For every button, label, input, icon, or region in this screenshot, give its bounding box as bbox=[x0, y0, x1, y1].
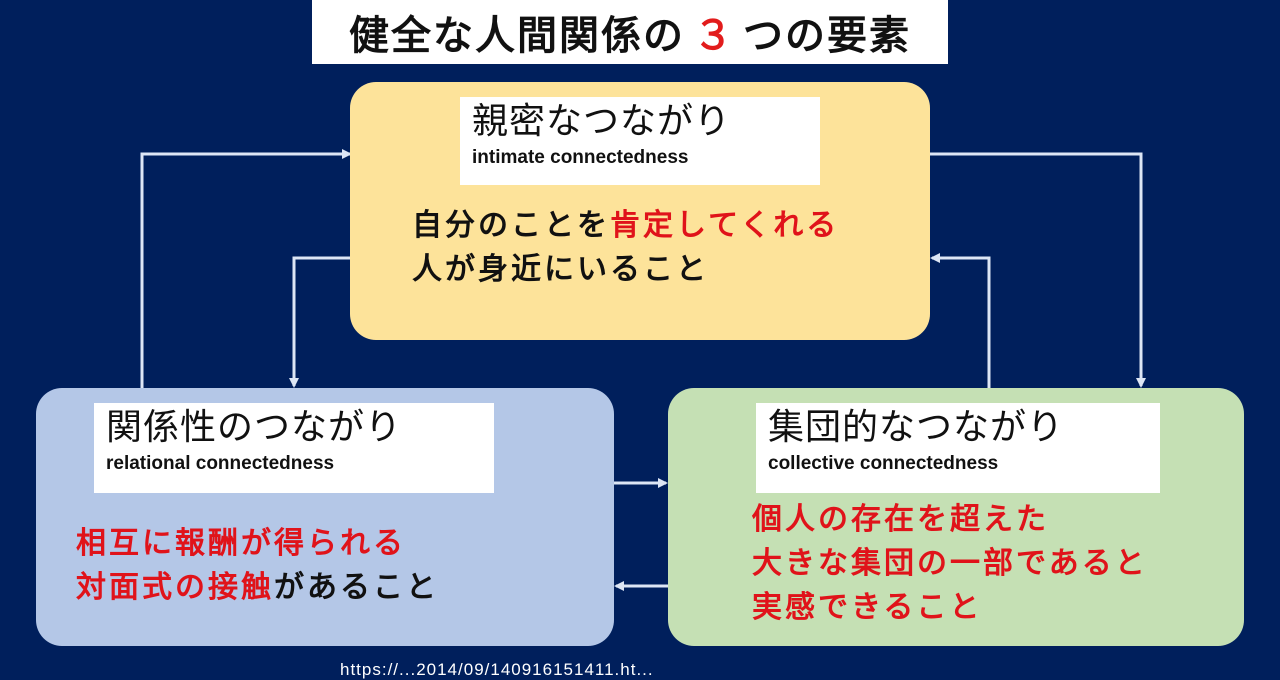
relational-description: 相互に報酬が得られる 対面式の接触があること bbox=[76, 522, 439, 610]
relational-desc-line2-red: 対面式の接触 bbox=[76, 570, 274, 605]
intimate-desc-line2-black: 人が身近にいること bbox=[412, 252, 709, 287]
relational-title-en: relational connectedness bbox=[106, 453, 335, 474]
title-text-before: 健全な人間関係の bbox=[349, 13, 685, 59]
title-text-after: つの要素 bbox=[743, 13, 911, 59]
node-intimate-connectedness: 親密なつながり intimate connectedness 自分のことを肯定し… bbox=[350, 82, 930, 340]
intimate-desc-line1-black: 自分のことを bbox=[412, 208, 610, 243]
collective-desc-line2-red: 大きな集団の一部であると bbox=[752, 546, 1148, 581]
source-url: https://...2014/09/140916151411.ht... bbox=[340, 660, 654, 679]
intimate-title-jp: 親密なつながり bbox=[472, 101, 732, 142]
collective-title-en: collective connectedness bbox=[768, 453, 999, 474]
relational-desc-line2-black: があること bbox=[274, 570, 439, 605]
intimate-description: 自分のことを肯定してくれる 人が身近にいること bbox=[412, 204, 839, 292]
collective-description: 個人の存在を超えた 大きな集団の一部であると 実感できること bbox=[752, 498, 1148, 630]
relational-title-jp: 関係性のつながり bbox=[106, 407, 403, 448]
relational-label-box: 関係性のつながり relational connectedness bbox=[94, 403, 494, 493]
arrow-relational-to-intimate bbox=[140, 149, 352, 388]
arrow-collective-to-intimate bbox=[930, 253, 991, 388]
intimate-title-en: intimate connectedness bbox=[472, 147, 689, 168]
collective-label-box: 集団的なつながり collective connectedness bbox=[756, 403, 1160, 493]
arrow-intimate-to-collective bbox=[930, 152, 1146, 388]
intimate-desc-line1-red: 肯定してくれる bbox=[610, 208, 840, 243]
node-relational-connectedness: 関係性のつながり relational connectedness 相互に報酬が… bbox=[36, 388, 614, 646]
collective-desc-line1-red: 個人の存在を超えた bbox=[752, 502, 1049, 537]
collective-desc-line3-red: 実感できること bbox=[752, 590, 983, 625]
collective-title-jp: 集団的なつながり bbox=[768, 407, 1065, 448]
relational-desc-line1-red: 相互に報酬が得られる bbox=[76, 526, 406, 561]
arrow-intimate-to-relational bbox=[289, 256, 350, 388]
node-collective-connectedness: 集団的なつながり collective connectedness 個人の存在を… bbox=[668, 388, 1244, 646]
title-number: ３ bbox=[693, 13, 735, 59]
intimate-label-box: 親密なつながり intimate connectedness bbox=[460, 97, 820, 185]
